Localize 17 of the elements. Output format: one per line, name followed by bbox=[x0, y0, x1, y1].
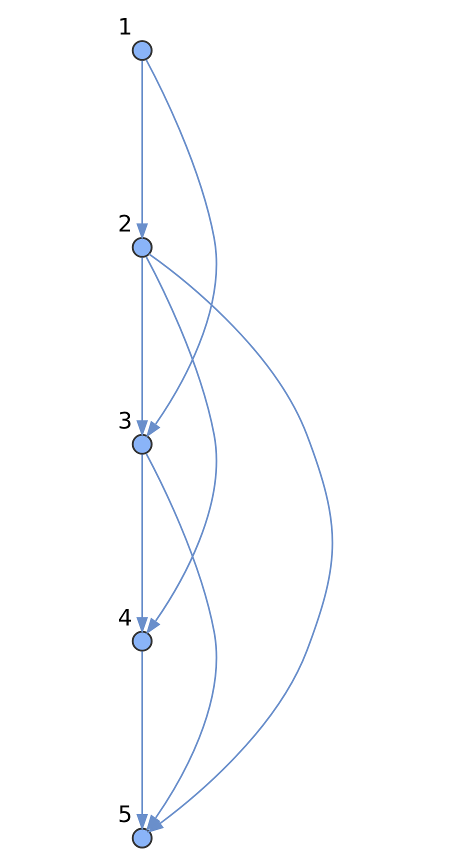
node-circle bbox=[132, 434, 153, 455]
arrow bbox=[146, 60, 218, 438]
arrow bbox=[136, 60, 148, 240]
arrow bbox=[146, 256, 218, 635]
node-circle bbox=[132, 40, 153, 61]
node-label: 1 bbox=[118, 14, 132, 41]
node-label: 3 bbox=[118, 408, 132, 434]
arrow bbox=[146, 453, 218, 832]
arrow bbox=[136, 454, 148, 634]
node-circle bbox=[132, 630, 153, 652]
arrow bbox=[136, 651, 148, 831]
node-label: 2 bbox=[118, 212, 132, 238]
node-label: 5 bbox=[118, 802, 132, 828]
arrow bbox=[136, 258, 148, 437]
node-label: 4 bbox=[118, 605, 132, 632]
node-circle bbox=[132, 237, 153, 258]
node-circle bbox=[132, 828, 153, 848]
